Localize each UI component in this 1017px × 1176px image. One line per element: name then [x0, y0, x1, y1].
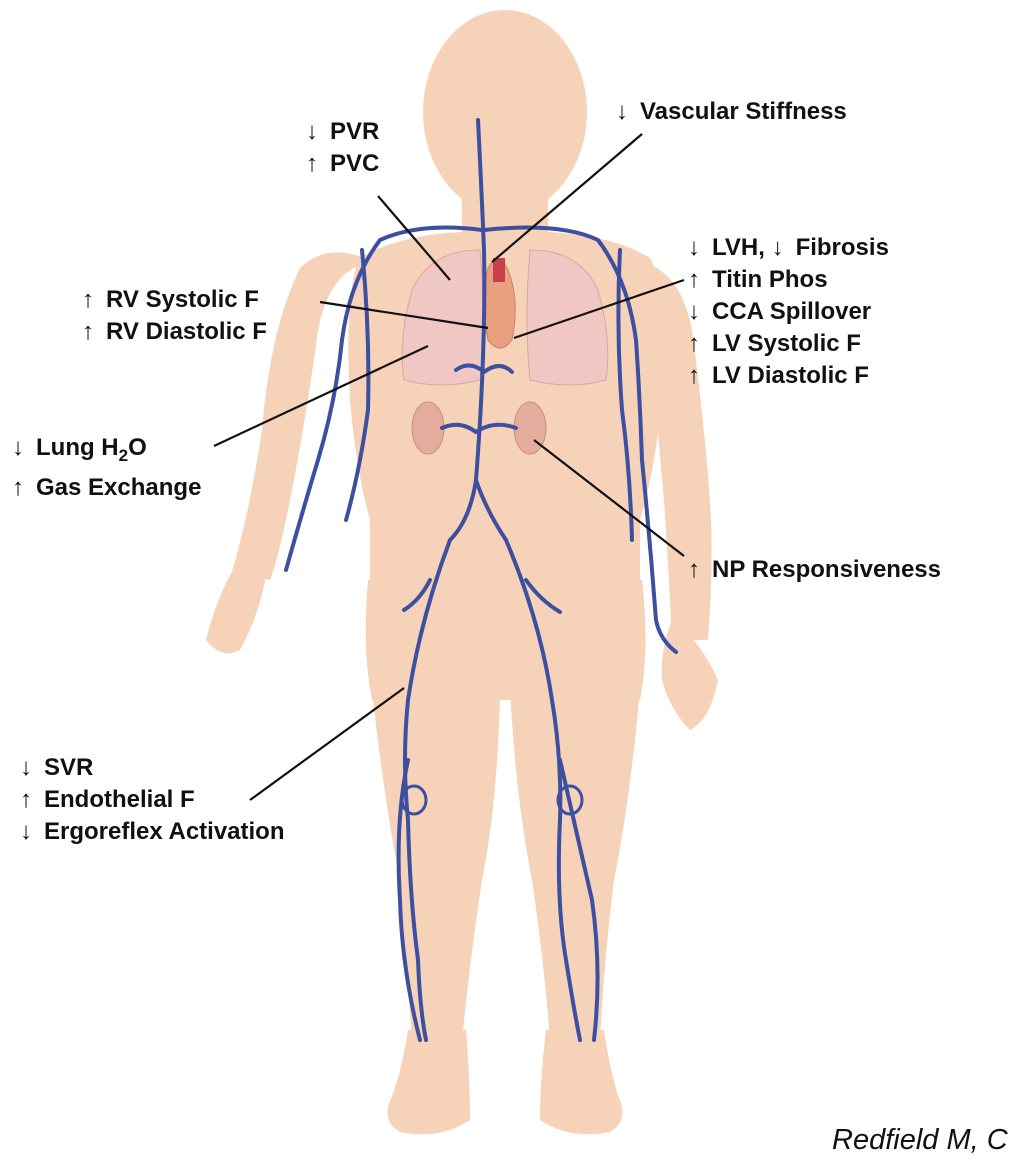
- label-peripheral: ↓SVR ↑Endothelial F ↓Ergoreflex Activati…: [20, 752, 285, 848]
- down-arrow-icon: ↓: [20, 816, 44, 848]
- up-arrow-icon: ↑: [12, 472, 36, 504]
- down-arrow-icon: ↓: [12, 432, 36, 464]
- left-hand: [206, 562, 268, 653]
- up-arrow-icon: ↑: [688, 554, 712, 586]
- label-left-ventricle: ↓LVH, ↓Fibrosis ↑Titin Phos ↓CCA Spillov…: [688, 232, 889, 392]
- label-row: ↓SVR: [20, 752, 285, 784]
- label-row: ↑Titin Phos: [688, 264, 889, 296]
- label-row: ↑LV Systolic F: [688, 328, 889, 360]
- label-row: ↑PVC: [306, 148, 379, 180]
- down-arrow-icon: ↓: [306, 116, 330, 148]
- down-arrow-icon: ↓: [688, 232, 712, 264]
- label-row: ↑RV Diastolic F: [82, 316, 267, 348]
- up-arrow-icon: ↑: [306, 148, 330, 180]
- label-row: ↓CCA Spillover: [688, 296, 889, 328]
- label-row: ↓Vascular Stiffness: [616, 96, 847, 128]
- up-arrow-icon: ↑: [82, 284, 106, 316]
- right-foot: [540, 1030, 623, 1134]
- right-leg: [510, 690, 640, 1040]
- label-row: ↑LV Diastolic F: [688, 360, 889, 392]
- label-right-ventricle: ↑RV Systolic F ↑RV Diastolic F: [82, 284, 267, 348]
- down-arrow-icon: ↓: [688, 296, 712, 328]
- down-arrow-icon: ↓: [616, 96, 640, 128]
- down-arrow-icon: ↓: [772, 232, 796, 264]
- label-pulmonary: ↓PVR ↑PVC: [306, 116, 379, 180]
- label-lung: ↓Lung H2O ↑Gas Exchange: [12, 432, 201, 504]
- head: [423, 10, 587, 214]
- label-row: ↑Endothelial F: [20, 784, 285, 816]
- hips: [366, 580, 646, 700]
- up-arrow-icon: ↑: [20, 784, 44, 816]
- label-row: ↓Ergoreflex Activation: [20, 816, 285, 848]
- label-row: ↑RV Systolic F: [82, 284, 267, 316]
- label-vascular: ↓Vascular Stiffness: [616, 96, 847, 128]
- left-leg: [372, 690, 500, 1040]
- label-row: ↓LVH, ↓Fibrosis: [688, 232, 889, 264]
- up-arrow-icon: ↑: [688, 360, 712, 392]
- left-kidney: [412, 402, 444, 454]
- up-arrow-icon: ↑: [688, 264, 712, 296]
- left-foot: [388, 1030, 471, 1134]
- up-arrow-icon: ↑: [82, 316, 106, 348]
- up-arrow-icon: ↑: [688, 328, 712, 360]
- right-hand: [662, 620, 718, 730]
- body-silhouette: [206, 10, 718, 1134]
- down-arrow-icon: ↓: [20, 752, 44, 784]
- citation: Redfield M, C: [832, 1124, 1008, 1157]
- label-kidney: ↑NP Responsiveness: [688, 554, 941, 586]
- label-row: ↓PVR: [306, 116, 379, 148]
- label-row: ↓Lung H2O: [12, 432, 201, 472]
- label-row: ↑NP Responsiveness: [688, 554, 941, 586]
- label-row: ↑Gas Exchange: [12, 472, 201, 504]
